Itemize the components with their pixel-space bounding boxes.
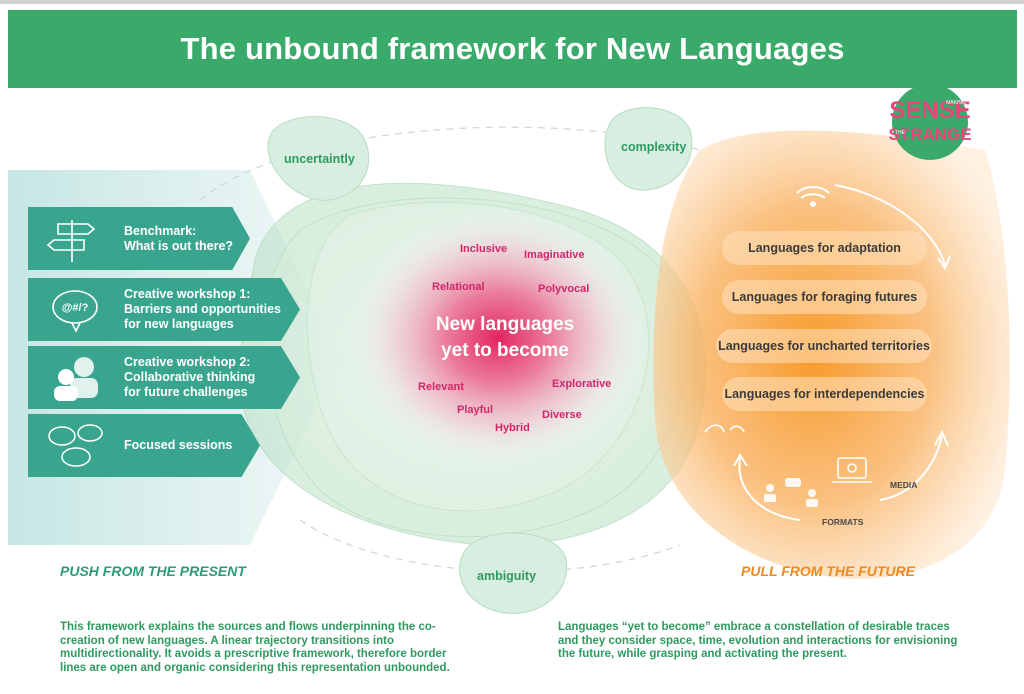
wifi-icon	[796, 186, 830, 207]
quality-polyvocal: Polyvocal	[538, 283, 590, 295]
cycle-arrowhead-top	[937, 255, 951, 271]
top-border	[0, 0, 1024, 4]
pull-title: PULL FROM THE FUTURE	[741, 563, 915, 579]
complexity-label: complexity	[621, 140, 687, 154]
svg-text:STRANGE: STRANGE	[888, 125, 971, 144]
push-item-benchmark[interactable]: Benchmark: What is out there?	[28, 207, 250, 270]
language-uncharted-territories[interactable]: Languages for uncharted territories	[716, 329, 932, 363]
push-item-workshop-2[interactable]: Creative workshop 2: Collaborative think…	[28, 346, 300, 409]
push-item-label: Benchmark: What is out there?	[124, 223, 234, 253]
cycle-arrow-bottom	[738, 457, 801, 521]
cycle-arrow-top	[834, 184, 946, 266]
language-foraging-futures[interactable]: Languages for foraging futures	[722, 280, 927, 314]
svg-text:THE: THE	[895, 130, 906, 136]
pull-description: Languages “yet to become” embrace a cons…	[558, 621, 958, 660]
chat-bubbles-icon	[48, 423, 103, 467]
quality-inclusive: Inclusive	[460, 243, 508, 255]
push-item-label: Creative workshop 2: Collaborative think…	[124, 355, 256, 399]
svg-text:MAKING: MAKING	[946, 100, 966, 106]
ambiguity-bubble	[459, 532, 568, 614]
cycle-arrow-right	[879, 434, 943, 501]
quality-hybrid: Hybrid	[495, 422, 530, 434]
center-title: New languages yet to become	[395, 312, 615, 364]
cycle-arrowhead-bottom	[733, 453, 748, 467]
quality-playful: Playful	[457, 404, 494, 416]
people-icon	[54, 356, 98, 401]
uncertainty-bubble	[267, 116, 370, 201]
svg-text:SENSE: SENSE	[889, 97, 970, 124]
center-title-line2: yet to become	[441, 340, 569, 361]
push-item-focused-sessions[interactable]: Focused sessions	[28, 414, 260, 477]
group-icon	[764, 478, 818, 507]
language-interdependencies[interactable]: Languages for interdependencies	[722, 377, 927, 411]
quality-imaginative: Imaginative	[524, 249, 585, 261]
quality-relational: Relational	[432, 281, 485, 293]
quality-diverse: Diverse	[542, 409, 582, 421]
speech-bubble-icon: @#/?	[52, 289, 98, 333]
center-title-line1: New languages	[435, 314, 575, 335]
pink-core	[348, 208, 648, 468]
push-item-label: Creative workshop 1: Barriers and opport…	[124, 287, 281, 331]
quality-explorative: Explorative	[552, 378, 612, 390]
push-item-workshop-1[interactable]: @#/? Creative workshop 1: Barriers and o…	[28, 278, 300, 341]
language-adaptation[interactable]: Languages for adaptation	[722, 231, 927, 265]
laptop-icon	[832, 457, 872, 483]
orbit-dash-top	[199, 126, 701, 201]
ambiguity-label: ambiguity	[477, 569, 537, 583]
birds-icon	[704, 424, 745, 433]
formats-label: FORMATS	[822, 517, 864, 527]
page-title: The unbound framework for New Languages	[180, 31, 845, 66]
push-item-label: Focused sessions	[124, 438, 233, 452]
svg-text:@#/?: @#/?	[62, 302, 89, 314]
complexity-bubble	[604, 107, 693, 191]
cycle-arrowhead-right	[934, 429, 949, 447]
sense-strange-logo: SENSE STRANGE MAKING THE	[888, 84, 972, 160]
signpost-icon	[46, 219, 96, 262]
quality-relevant: Relevant	[418, 381, 464, 393]
media-label: MEDIA	[890, 480, 918, 490]
uncertainty-label: uncertaintly	[284, 152, 355, 166]
title-banner: The unbound framework for New Languages	[8, 10, 1017, 88]
push-description: This framework explains the sources and …	[60, 621, 450, 674]
push-title: PUSH FROM THE PRESENT	[60, 563, 246, 579]
